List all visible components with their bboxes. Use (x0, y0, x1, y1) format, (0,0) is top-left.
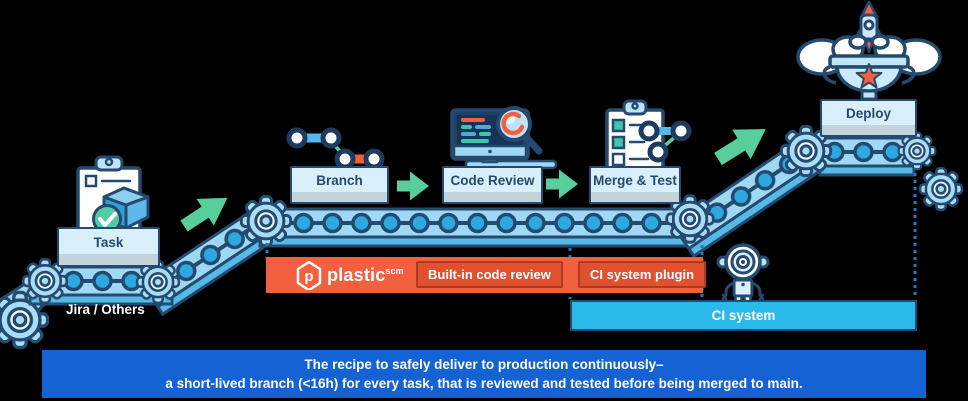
gear-icon (918, 166, 964, 212)
arrow-right-icon (546, 169, 578, 199)
svg-text:p: p (304, 268, 313, 285)
footer-line2: a short-lived branch (<16h) for every ta… (165, 376, 803, 391)
ci-system-plugin-chip: CI system plugin (578, 261, 707, 288)
trophy-icon (822, 54, 916, 101)
footer-banner: The recipe to safely deliver to producti… (42, 350, 926, 398)
task-clipboard-icon (76, 155, 150, 234)
brand-name: plastic (327, 265, 386, 285)
ci-system-bar: CI system (570, 300, 917, 331)
gear-icon (897, 131, 937, 171)
gear-icon (239, 194, 293, 248)
chip-label: CI system plugin (590, 267, 695, 282)
branch-graph-icon (286, 127, 385, 170)
code-review-box: Code Review (442, 166, 543, 204)
code-lines (461, 118, 491, 143)
merge-checklist-icon (605, 99, 692, 172)
deploy-label: Deploy (845, 105, 891, 121)
task-label: Task (93, 234, 124, 250)
robot-icon (716, 243, 770, 308)
branch-box: Branch (290, 166, 389, 204)
plastic-scm-banner: p plastic scm Built-in code review CI sy… (266, 257, 707, 293)
chip-label: Built-in code review (428, 267, 551, 282)
belt-middle (258, 207, 702, 248)
deploy-celebration (796, 0, 942, 101)
plastic-logo: p plastic scm (296, 260, 403, 290)
source-label: Jira / Others (66, 302, 145, 317)
branch-label: Branch (316, 172, 363, 188)
merge-test-box: Merge & Test (589, 166, 681, 204)
built-in-code-review-chip: Built-in code review (416, 261, 563, 288)
belt-deploy (818, 136, 916, 177)
footer-line1: The recipe to safely deliver to producti… (304, 357, 664, 372)
arrow-right-icon (397, 171, 429, 201)
task-box: Task (57, 227, 160, 267)
magnifier-icon (496, 106, 543, 155)
merge-test-label: Merge & Test (593, 172, 677, 188)
code-review-monitor-icon (450, 106, 558, 170)
ci-system-label: CI system (711, 308, 776, 323)
code-review-label: Code Review (450, 172, 535, 188)
conveyor-belt (0, 124, 964, 350)
gear-icon (135, 259, 181, 305)
deploy-box: Deploy (820, 99, 917, 137)
plastic-logo-icon: p (296, 260, 322, 290)
brand-suffix: scm (385, 266, 404, 276)
